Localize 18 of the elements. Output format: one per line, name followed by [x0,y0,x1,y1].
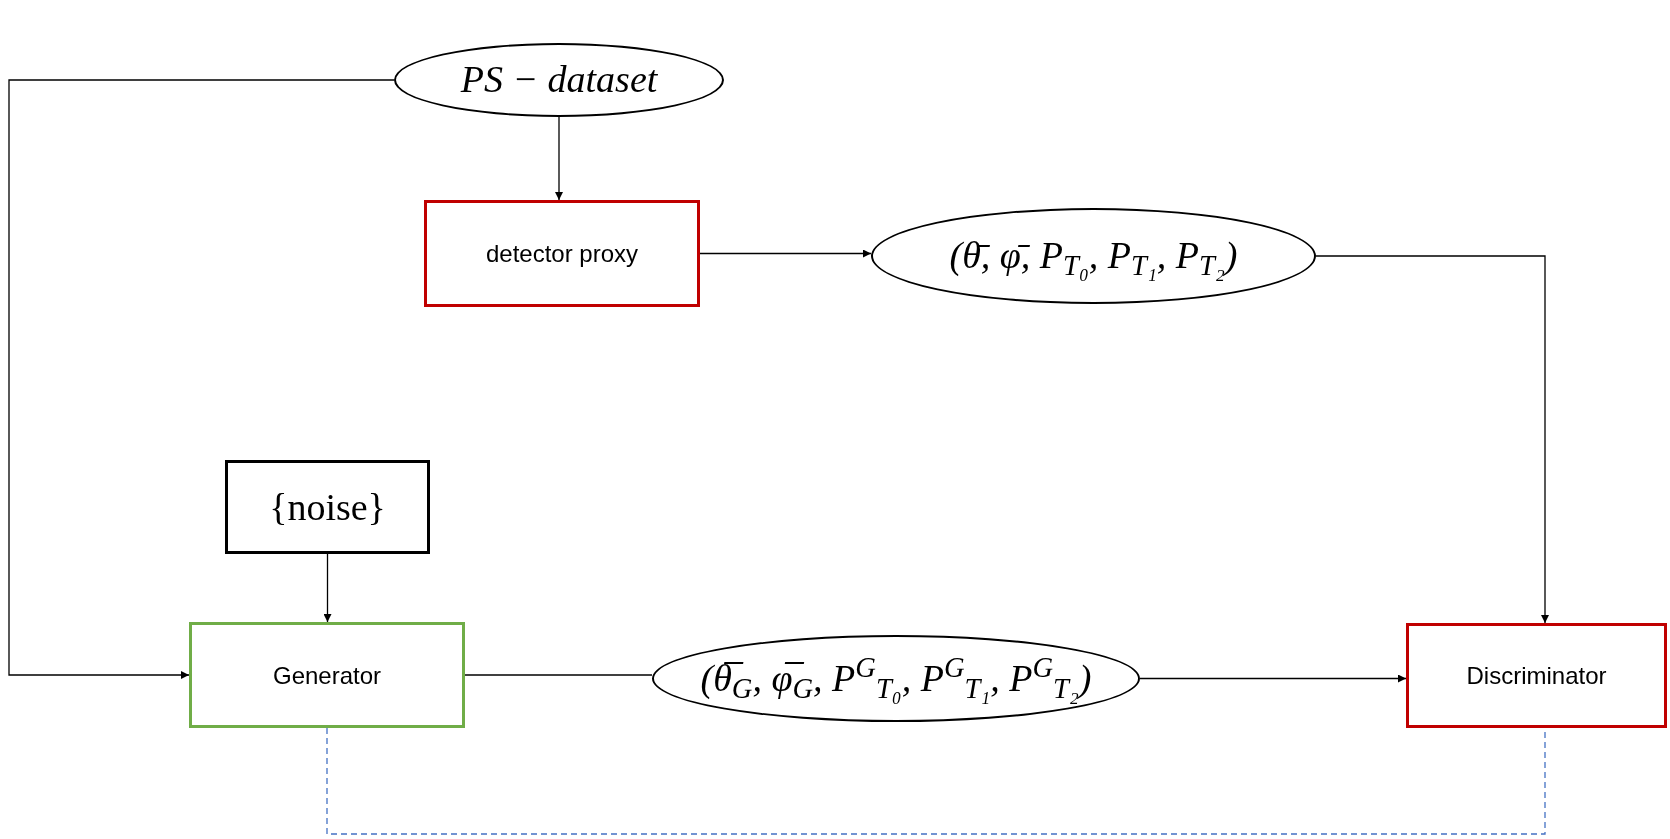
dashed-connector [326,727,1546,835]
process-box [1406,623,1667,728]
math-expression: (θ̅$_{G}$, φ̅$_{G}$, P$^{G}$$_{T₀}$, P$^{G}$$_{T₁}$, P$^{G}$$_{T₂}$) [700,654,1092,703]
arrow [1315,255,1549,624]
node-label: detector proxy [484,239,640,269]
math-expression: (θ̄, φ̄, P$_{T₀}$, P$_{T₁}$, P$_{T₂}$) [949,233,1238,280]
arrow [699,249,872,258]
arrow [8,79,395,679]
arrow [555,116,563,201]
node-label: Discriminator [1465,661,1608,691]
node-label: Generator [271,660,383,691]
arrow [323,553,332,623]
process-box [225,460,430,554]
node-label: {noise} [269,484,386,530]
process-box [189,622,465,728]
process-box [424,200,700,307]
arrow [1139,674,1407,683]
math-expression: PS − dataset [460,57,658,103]
